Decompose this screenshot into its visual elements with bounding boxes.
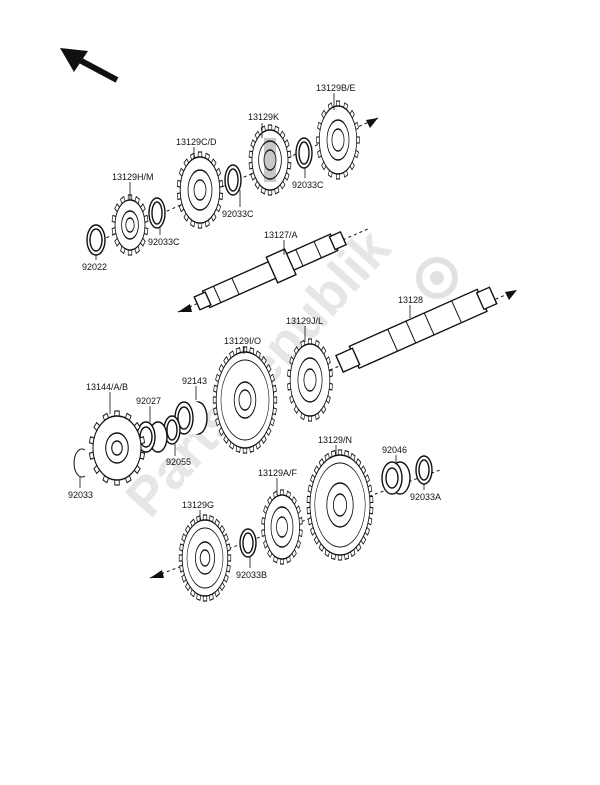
label-92033A: 92033A	[410, 492, 441, 502]
label-13129-N: 13129/N	[318, 435, 352, 445]
gear-13129K	[248, 124, 292, 196]
shaft-13127-A	[193, 230, 348, 311]
label-13129A-F: 13129A/F	[258, 468, 298, 478]
label-92143: 92143	[182, 376, 207, 386]
mainshaft-axis-arrow-icon	[505, 290, 517, 300]
label-92055: 92055	[166, 457, 191, 467]
part-labels: 13129B/E 13129K 13129C/D 92033C 92033C 1…	[68, 83, 441, 580]
label-13127-A: 13127/A	[264, 230, 298, 240]
orientation-arrow-icon	[60, 48, 119, 83]
gear-13129J-L	[287, 338, 333, 422]
washer-92022	[86, 224, 106, 256]
countershaft-axis-arrow-icon	[178, 304, 192, 312]
washer-92055	[163, 415, 181, 445]
gear-13129H-M	[111, 194, 149, 256]
label-92046: 92046	[382, 445, 407, 455]
gear-13129A-F	[261, 489, 303, 565]
label-92027: 92027	[136, 396, 161, 406]
label-13129G: 13129G	[182, 500, 214, 510]
washer-92033C-a	[295, 137, 313, 169]
gear-13129-N	[306, 449, 374, 561]
label-13129C-D: 13129C/D	[176, 137, 217, 147]
label-13129B-E: 13129B/E	[316, 83, 356, 93]
label-92033C-b: 92033C	[292, 180, 324, 190]
label-92033: 92033	[68, 490, 93, 500]
label-92033B: 92033B	[236, 570, 267, 580]
gear-13129C-D	[176, 151, 224, 229]
label-92033C-a: 92033C	[222, 209, 254, 219]
gear-13129B-E	[316, 100, 360, 180]
label-92033C-c: 92033C	[148, 237, 180, 247]
label-13144-A-B: 13144/A/B	[86, 382, 128, 392]
washer-92033C-b	[224, 164, 242, 196]
bearing-92046	[381, 461, 411, 495]
circlip-92033A	[415, 455, 433, 485]
washer-92033C-c	[148, 197, 166, 229]
sprocket-13144-A-B	[88, 410, 146, 486]
label-13129H-M: 13129H/M	[112, 172, 154, 182]
lower-axis-arrow-icon	[150, 570, 164, 578]
circlip-92033	[73, 448, 86, 478]
label-13129K: 13129K	[248, 112, 279, 122]
label-13128: 13128	[398, 295, 423, 305]
upper-axis-arrow-icon	[366, 118, 378, 128]
watermark-gear-icon	[416, 257, 458, 299]
label-92022: 92022	[82, 262, 107, 272]
gear-13129I-O	[212, 346, 278, 454]
shaft-13128	[335, 286, 498, 373]
circlip-92033B	[239, 528, 257, 558]
label-13129J-L: 13129J/L	[286, 316, 323, 326]
collar-92027	[136, 421, 168, 453]
label-13129I-O: 13129I/O	[224, 336, 261, 346]
gear-13129G	[178, 514, 232, 602]
